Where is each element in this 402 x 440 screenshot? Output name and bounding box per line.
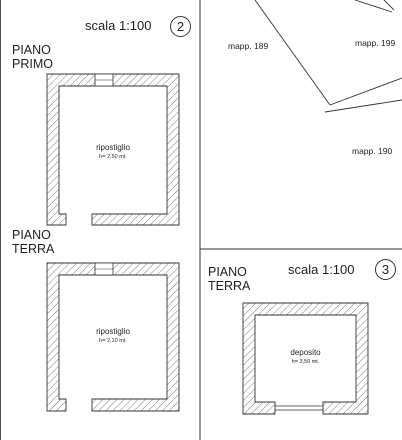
parcel-boundary-line: [254, 0, 331, 106]
parcel-boundary-line: [354, 0, 393, 13]
sheet-number-2: 2: [170, 16, 191, 37]
room-name-deposito: deposito: [290, 348, 321, 357]
wall-hatched: [46, 262, 180, 412]
room-height-deposito: h= 3,50 mt.: [291, 359, 320, 365]
parcel-boundary-line: [329, 77, 402, 106]
floor-plan-deposito: [242, 302, 369, 415]
scale-label-sheet-2: scala 1:100: [85, 18, 152, 33]
floor-label-piano: PIANO: [208, 265, 247, 279]
floor-plan-primo: [46, 73, 180, 226]
floor-label-terra: TERRA: [12, 242, 55, 256]
wall-hatched: [242, 302, 369, 415]
parcel-boundary-line: [324, 99, 402, 113]
floor-plan-terra: [46, 262, 180, 412]
floor-label-piano: PIANO: [12, 228, 51, 242]
floor-label-terra: TERRA: [208, 279, 251, 293]
parcel-label-199: mapp. 199: [355, 38, 396, 48]
parcel-label-189: mapp. 189: [228, 41, 269, 51]
room-name-terra: ripostiglio: [96, 327, 130, 336]
room-height-terra: h= 2,10 mt.: [99, 338, 127, 344]
parcel-label-190: mapp. 190: [352, 146, 393, 156]
parcel-boundary-line: [383, 0, 395, 11]
room-height-primo: h= 2,50 mt.: [99, 154, 127, 160]
wall-hatched: [46, 73, 180, 226]
floor-label-piano: PIANO: [12, 43, 51, 57]
scale-label-sheet-3: scala 1:100: [288, 262, 355, 277]
sheet-number-3: 3: [375, 259, 396, 280]
room-name-primo: ripostiglio: [96, 143, 130, 152]
floor-label-primo: PRIMO: [12, 57, 53, 71]
